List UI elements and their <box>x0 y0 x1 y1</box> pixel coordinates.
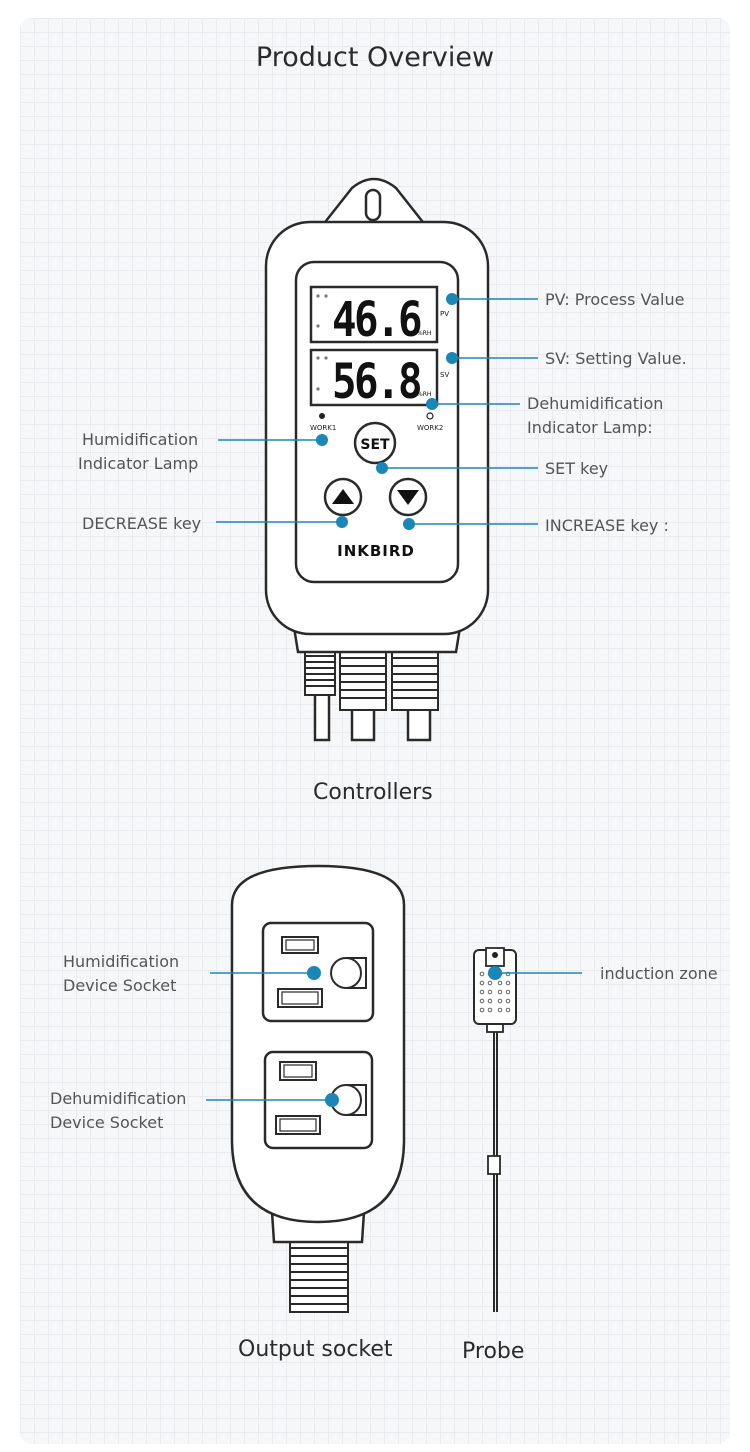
set-button[interactable]: SET <box>353 421 397 465</box>
pv-label: PV: Process Value <box>545 290 685 309</box>
probe-hole <box>492 952 498 958</box>
probe-caption: Probe <box>462 1339 525 1364</box>
pv-unit: %RH <box>417 330 431 337</box>
socket-callout-dots <box>307 966 339 1107</box>
triangle-down-icon <box>397 490 419 505</box>
controllers-caption: Controllers <box>313 780 433 805</box>
humidification-socket-label-line2: Device Socket <box>63 976 177 995</box>
pv-readout: 46.6 <box>332 292 421 348</box>
controller-callout-lines <box>216 298 538 525</box>
increase-key-label: INCREASE key : <box>545 516 669 535</box>
brand-logo: INKBIRD <box>337 542 415 560</box>
humidification-socket-label-line1: Humidification <box>63 952 180 971</box>
work2-label: WORK2 <box>417 424 443 432</box>
humidification-lamp-label-line2: Indicator Lamp <box>78 454 199 473</box>
sv-unit: %RH <box>417 391 431 398</box>
pv-tag: PV <box>440 310 449 318</box>
decrease-key-label: DECREASE key <box>82 514 202 533</box>
display-dots <box>316 294 328 391</box>
output-socket-device <box>230 864 406 1313</box>
induction-zone-label: induction zone <box>600 964 718 983</box>
probe-callout-dot <box>488 966 502 980</box>
controller-callout-dots <box>316 293 458 530</box>
triangle-up-icon <box>332 489 354 504</box>
page-title: Product Overview <box>255 42 495 73</box>
sv-tag: SV <box>440 371 449 379</box>
up-button[interactable] <box>323 477 363 517</box>
set-button-label: SET <box>360 437 390 453</box>
set-key-label: SET key <box>545 459 609 478</box>
sv-readout: 56.8 <box>332 354 420 410</box>
humidification-lamp-label-line1: Humidification <box>82 430 199 449</box>
work1-lamp <box>319 413 325 419</box>
down-button[interactable] <box>388 477 428 517</box>
output-socket-caption: Output socket <box>238 1337 393 1362</box>
dehumidification-lamp-label-line2: Indicator Lamp: <box>527 418 653 437</box>
socket-callout-lines <box>206 972 332 1101</box>
probe-vent-holes <box>479 971 511 1013</box>
work1-label: WORK1 <box>310 424 336 432</box>
sv-label: SV: Setting Value. <box>545 349 687 368</box>
probe-device <box>473 947 517 1312</box>
dehumidification-socket-label-line1: Dehumidification <box>50 1089 187 1108</box>
dehumidification-lamp-label-line1: Dehumidification <box>527 394 664 413</box>
work2-lamp <box>426 412 434 420</box>
dehumidification-socket-label-line2: Device Socket <box>50 1113 164 1132</box>
